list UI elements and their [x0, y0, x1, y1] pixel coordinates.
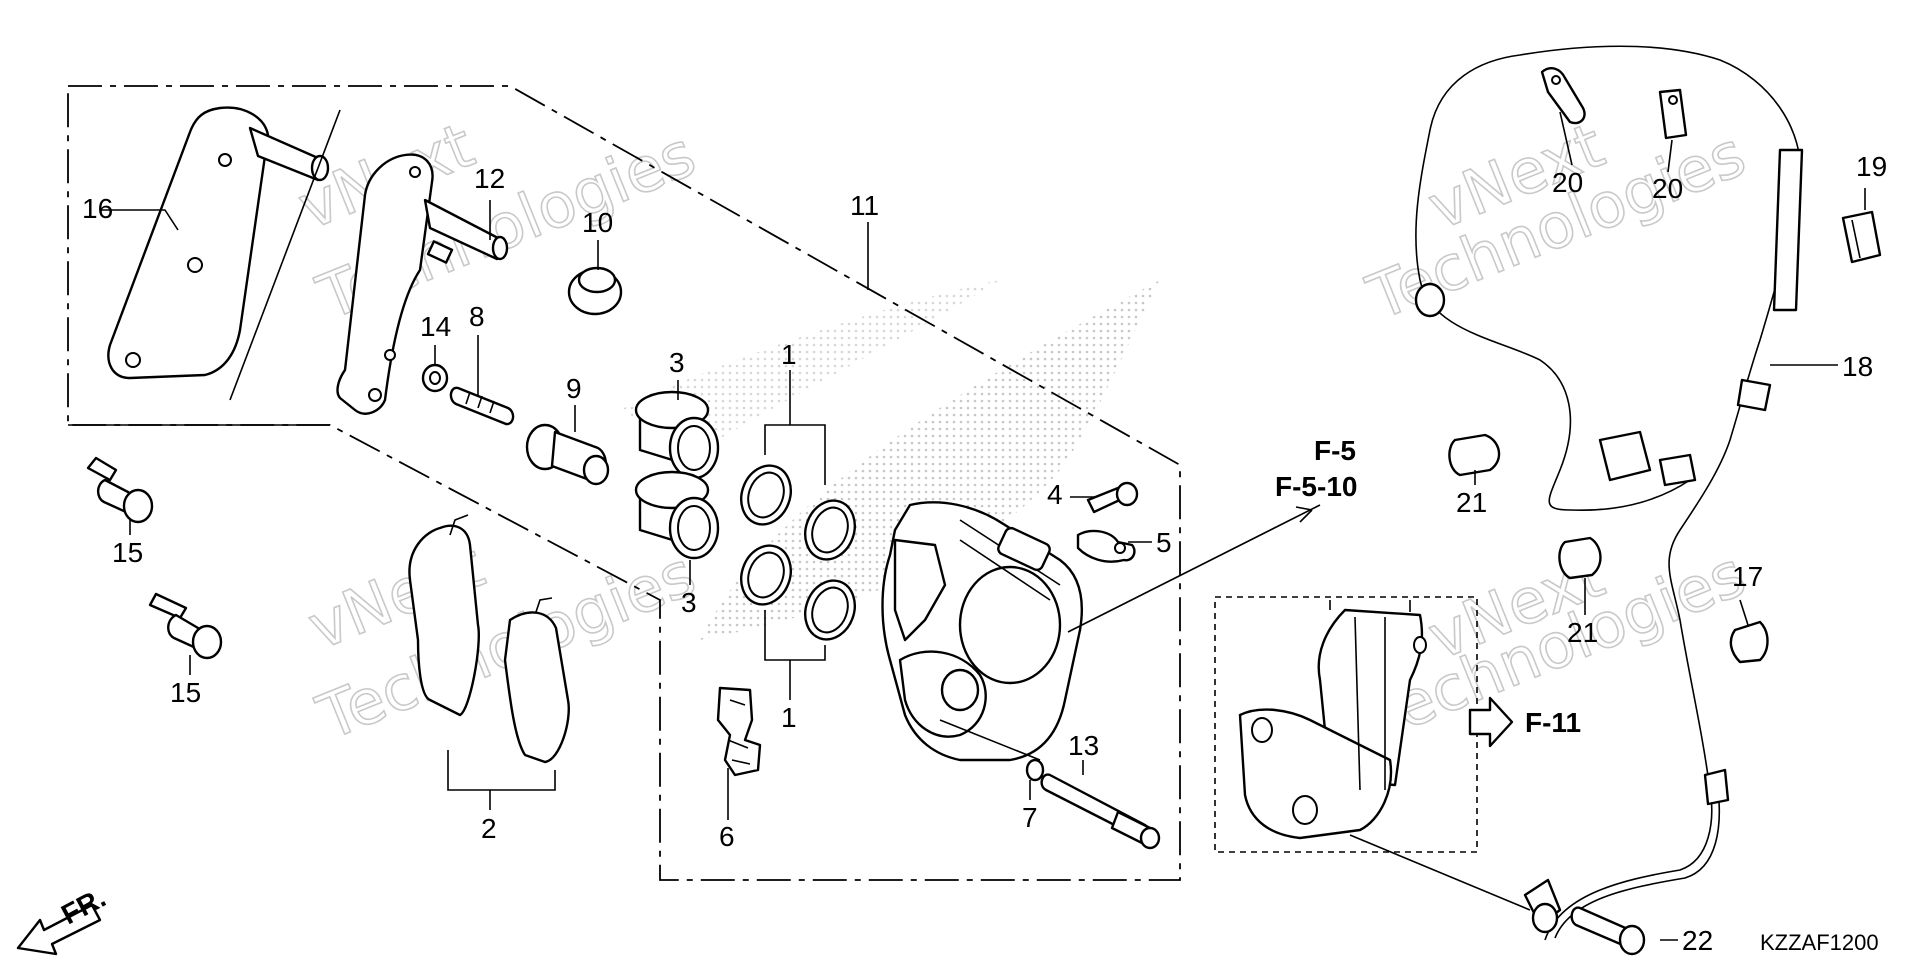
part-21-clip-upper [1448, 433, 1501, 477]
callout-5: 5 [1156, 527, 1172, 558]
callout-4: 4 [1047, 479, 1063, 510]
part-10-cap [567, 266, 623, 316]
part-7-washer [1025, 758, 1045, 782]
callout-8: 8 [469, 301, 485, 332]
front-arrow-icon [16, 903, 102, 956]
callout-13: 13 [1068, 730, 1099, 761]
part-3-piston-upper [634, 390, 720, 480]
callout-1-upper: 1 [781, 339, 797, 370]
part-13-pad-pin [1040, 773, 1161, 850]
callout-7: 7 [1022, 802, 1038, 833]
callout-10: 10 [582, 207, 613, 238]
part-15-bolt-lower [148, 592, 223, 660]
part-20-clip-left [1540, 66, 1586, 125]
part-20-clip-right [1658, 88, 1688, 140]
front-direction-indicator: FR. [16, 882, 111, 956]
group-box-bracket [67, 85, 1181, 881]
part-19-clamp [1841, 210, 1882, 264]
part-18-wheel-speed-sensor-cable [1414, 45, 1804, 941]
part-17-grommet [1729, 620, 1769, 664]
callout-19: 19 [1856, 151, 1887, 182]
part-1-piston-seals [740, 424, 856, 661]
callout-9: 9 [566, 373, 582, 404]
callout-1-lower: 1 [781, 702, 797, 733]
part-21-clip-lower [1558, 536, 1602, 580]
callout-12: 12 [474, 163, 505, 194]
part-8-bleeder-screw [449, 386, 515, 426]
callout-21-upper: 21 [1456, 487, 1487, 518]
part-16-bracket [107, 106, 341, 401]
part-22-bolt [1570, 906, 1646, 956]
ref-label-f5: F-5 [1314, 435, 1356, 466]
part-14-nut [421, 363, 449, 393]
callout-22: 22 [1682, 925, 1713, 956]
callout-15-upper: 15 [112, 537, 143, 568]
part-6-pad-spring [716, 686, 762, 777]
callout-15-lower: 15 [170, 677, 201, 708]
callout-20-left: 20 [1552, 167, 1583, 198]
callout-2: 2 [481, 813, 497, 844]
callout-20-right: 20 [1652, 173, 1683, 204]
callout-11: 11 [850, 190, 879, 221]
part-9-slide-pin [525, 423, 610, 486]
callout-14: 14 [420, 311, 451, 342]
callout-18: 18 [1842, 351, 1873, 382]
part-2-brake-pads [408, 514, 570, 810]
callout-6: 6 [719, 821, 735, 852]
part-5-clip [1076, 529, 1136, 563]
reference-arrow-f11 [1468, 696, 1514, 748]
reference-labels: F-5 F-5-10 F-11 [1275, 435, 1581, 738]
callout-numbers: 16 12 10 14 8 9 3 3 1 1 11 4 5 6 7 13 2 … [82, 151, 1887, 956]
ref-label-f11: F-11 [1525, 707, 1581, 738]
callout-16: 16 [82, 193, 113, 224]
part-15-bolt-upper [86, 456, 154, 524]
leader-lines [100, 111, 1866, 941]
part-4-bolt [1086, 481, 1139, 514]
part-12-bracket [336, 153, 509, 415]
callout-3-upper: 3 [669, 347, 685, 378]
fork-leg-reference [1238, 600, 1427, 840]
callout-17: 17 [1732, 561, 1763, 592]
callout-21-lower: 21 [1567, 617, 1598, 648]
ref-label-f5-10: F-5-10 [1275, 471, 1357, 502]
part-3-piston-lower [634, 470, 720, 560]
caliper-body [881, 501, 1083, 762]
callout-3-lower: 3 [681, 587, 697, 618]
diagram-code: KZZAF1200 [1760, 930, 1879, 955]
